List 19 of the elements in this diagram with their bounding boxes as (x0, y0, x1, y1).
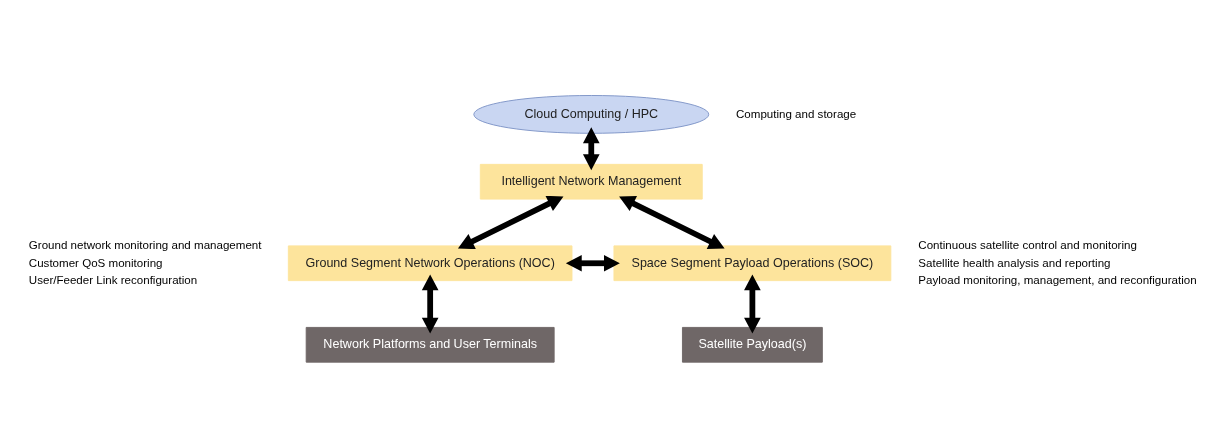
node-label: User/Feeder Link reconfiguration (28, 273, 198, 286)
node-label: Customer QoS monitoring (28, 256, 163, 269)
arrow (744, 274, 761, 334)
node-label: Ground network monitoring and management (28, 238, 262, 251)
arrow (619, 195, 725, 249)
node-box: Satellite Payload(s) (681, 326, 823, 363)
node-box: Intelligent Network Management (479, 163, 703, 200)
node-label: Payload monitoring, management, and reconfiguration (918, 273, 1197, 286)
arrow (457, 195, 564, 249)
node-box: Ground Segment Network Operations (NOC) (287, 244, 573, 281)
node-label: Satellite health analysis and reporting (918, 256, 1111, 269)
node-ellipse: Cloud Computing / HPC (473, 94, 710, 134)
node-box: Network Platforms and User Terminals (305, 326, 555, 363)
arrow (565, 254, 620, 272)
arrow (421, 274, 439, 334)
node-label: Computing and storage (735, 107, 857, 120)
node-box: Space Segment Payload Operations (SOC) (613, 244, 892, 281)
arrow (582, 126, 600, 170)
node-label: Continuous satellite control and monitoring (918, 238, 1137, 251)
